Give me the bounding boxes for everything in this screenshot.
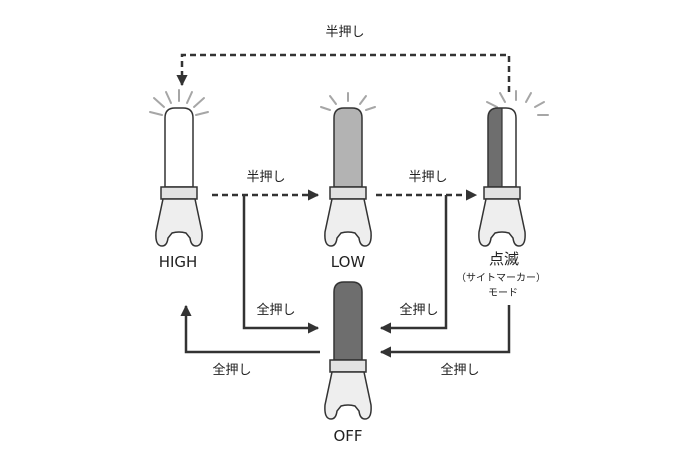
arrow-blink-to-off [379, 305, 511, 358]
flashlight-off-icon [324, 281, 372, 420]
light-rays-icon [149, 89, 209, 116]
action-label-full-press-high-off: 全押し [256, 302, 295, 318]
mode-label-off: OFF [333, 427, 362, 445]
light-rays-icon [486, 90, 549, 116]
flashlight-low-icon [320, 92, 376, 247]
action-label-full-press-low-off: 全押し [399, 302, 438, 318]
flashlight-blink-icon [478, 90, 549, 247]
arrow-high-to-off [242, 195, 320, 334]
action-label-half-press-high-low: 半押し [246, 170, 285, 185]
flashlight-high-icon [149, 89, 209, 247]
mode-label-high: HIGH [159, 253, 198, 271]
action-label-half-press-low-blink: 半押し [408, 170, 447, 185]
light-rays-icon [320, 92, 376, 111]
arrow-off-to-high [180, 304, 320, 354]
arrow-low-branch-to-off [379, 195, 448, 334]
mode-label-blink-sub2: モード [488, 288, 518, 299]
action-label-full-press-off-high: 全押し [212, 362, 251, 378]
action-label-half-press-top: 半押し [325, 25, 364, 40]
action-label-full-press-blink-off: 全押し [440, 362, 479, 378]
mode-label-low: LOW [331, 253, 366, 271]
mode-label-blink: 点滅 [489, 250, 519, 268]
mode-label-blink-sub1: （サイトマーカー） [456, 272, 546, 284]
arrow-blink-to-high [176, 53, 511, 92]
